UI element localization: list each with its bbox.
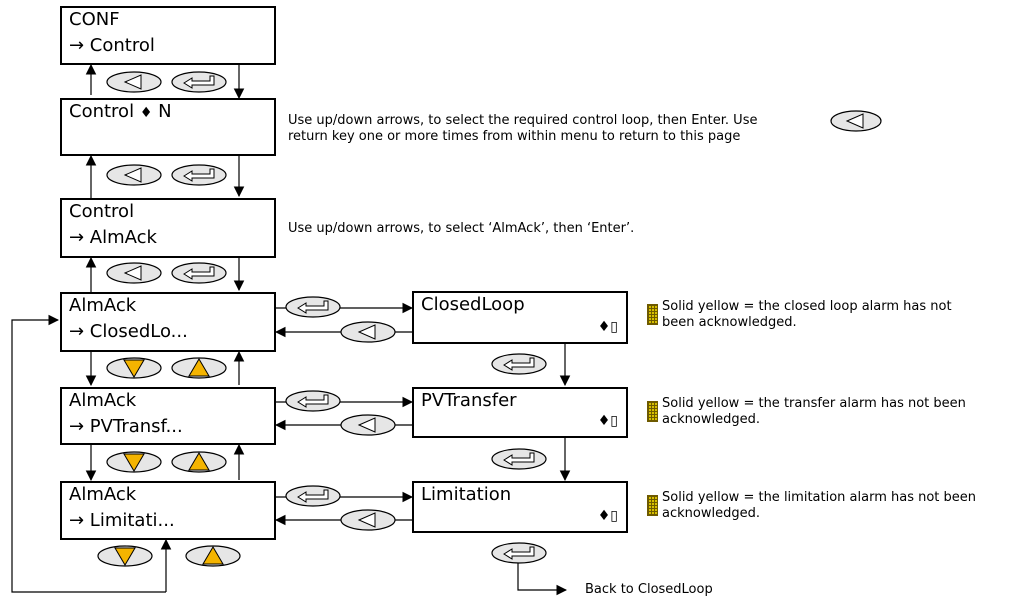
menu-box-almack-pvtransfer: AlmAck → PVTransf... — [60, 387, 276, 445]
alarm-unacknowledged-icon — [647, 495, 658, 516]
control-label: Control — [69, 101, 135, 122]
box-title: Control ♦ N — [69, 102, 172, 123]
alarm-indicator-icon: ♦▯ — [597, 508, 618, 524]
enter-icon[interactable] — [490, 447, 548, 471]
menu-box-pvtransfer: PVTransfer ♦▯ — [412, 387, 628, 438]
note-closed-line2: been acknowledged. — [662, 315, 797, 330]
note-limit-line1: Solid yellow = the limitation alarm has … — [662, 490, 977, 505]
enter-icon[interactable] — [284, 484, 342, 508]
menu-box-control-almack: Control → AlmAck — [60, 198, 276, 258]
menu-box-almack-limitation: AlmAck → Limitati... — [60, 481, 276, 540]
up-triangle-icon[interactable] — [184, 544, 242, 568]
note-select-almack: Use up/down arrows, to select ‘AlmAck’, … — [288, 221, 635, 236]
box-subtitle: → Control — [69, 35, 155, 56]
box-subtitle: → PVTransf... — [69, 416, 183, 437]
alarm-unacknowledged-icon — [647, 401, 658, 422]
note-back-to-closedloop: Back to ClosedLoop — [585, 582, 713, 597]
note-transfer-line2: acknowledged. — [662, 412, 760, 427]
page-left-icon — [830, 110, 882, 132]
alarm-indicator-icon: ♦▯ — [597, 413, 618, 429]
enter-icon[interactable] — [170, 70, 228, 94]
note-closed-line1: Solid yellow = the closed loop alarm has… — [662, 299, 952, 314]
down-triangle-icon[interactable] — [96, 544, 154, 568]
box-title: ClosedLoop — [421, 294, 525, 315]
box-subtitle: → AlmAck — [69, 227, 157, 248]
menu-box-closedloop: ClosedLoop ♦▯ — [412, 291, 628, 344]
menu-box-limitation: Limitation ♦▯ — [412, 481, 628, 533]
down-triangle-icon[interactable] — [105, 356, 163, 380]
note-limit-line2: acknowledged. — [662, 506, 760, 521]
down-triangle-icon[interactable] — [105, 450, 163, 474]
enter-icon[interactable] — [284, 295, 342, 319]
box-title: Control — [69, 201, 135, 222]
enter-icon[interactable] — [490, 352, 548, 376]
up-down-icon: ♦ — [139, 105, 153, 121]
box-title: CONF — [69, 9, 120, 30]
box-subtitle: → ClosedLo... — [69, 321, 188, 342]
note-select-loop-line2: return key one or more times from within… — [288, 129, 741, 144]
box-title: Limitation — [421, 484, 512, 505]
box-title: AlmAck — [69, 295, 137, 316]
enter-icon[interactable] — [284, 389, 342, 413]
page-left-icon[interactable] — [339, 508, 397, 532]
enter-icon[interactable] — [170, 163, 228, 187]
page-left-icon[interactable] — [105, 261, 163, 285]
note-select-loop-line1: Use up/down arrows, to select the requir… — [288, 113, 758, 128]
page-left-icon[interactable] — [105, 163, 163, 187]
box-subtitle: → Limitati... — [69, 510, 175, 531]
menu-box-almack-closedloop: AlmAck → ClosedLo... — [60, 292, 276, 352]
page-left-icon[interactable] — [339, 320, 397, 344]
enter-icon[interactable] — [490, 541, 548, 565]
box-title: AlmAck — [69, 484, 137, 505]
enter-icon[interactable] — [170, 261, 228, 285]
menu-box-conf: CONF → Control — [60, 6, 276, 65]
up-triangle-icon[interactable] — [170, 356, 228, 380]
up-triangle-icon[interactable] — [170, 450, 228, 474]
alarm-indicator-icon: ♦▯ — [597, 319, 618, 335]
box-title: AlmAck — [69, 390, 137, 411]
box-title: PVTransfer — [421, 390, 517, 411]
page-left-icon[interactable] — [339, 413, 397, 437]
loop-value: N — [158, 101, 172, 122]
note-transfer-line1: Solid yellow = the transfer alarm has no… — [662, 396, 966, 411]
page-left-icon[interactable] — [105, 70, 163, 94]
menu-box-control-select: Control ♦ N — [60, 98, 276, 156]
alarm-unacknowledged-icon — [647, 304, 658, 325]
